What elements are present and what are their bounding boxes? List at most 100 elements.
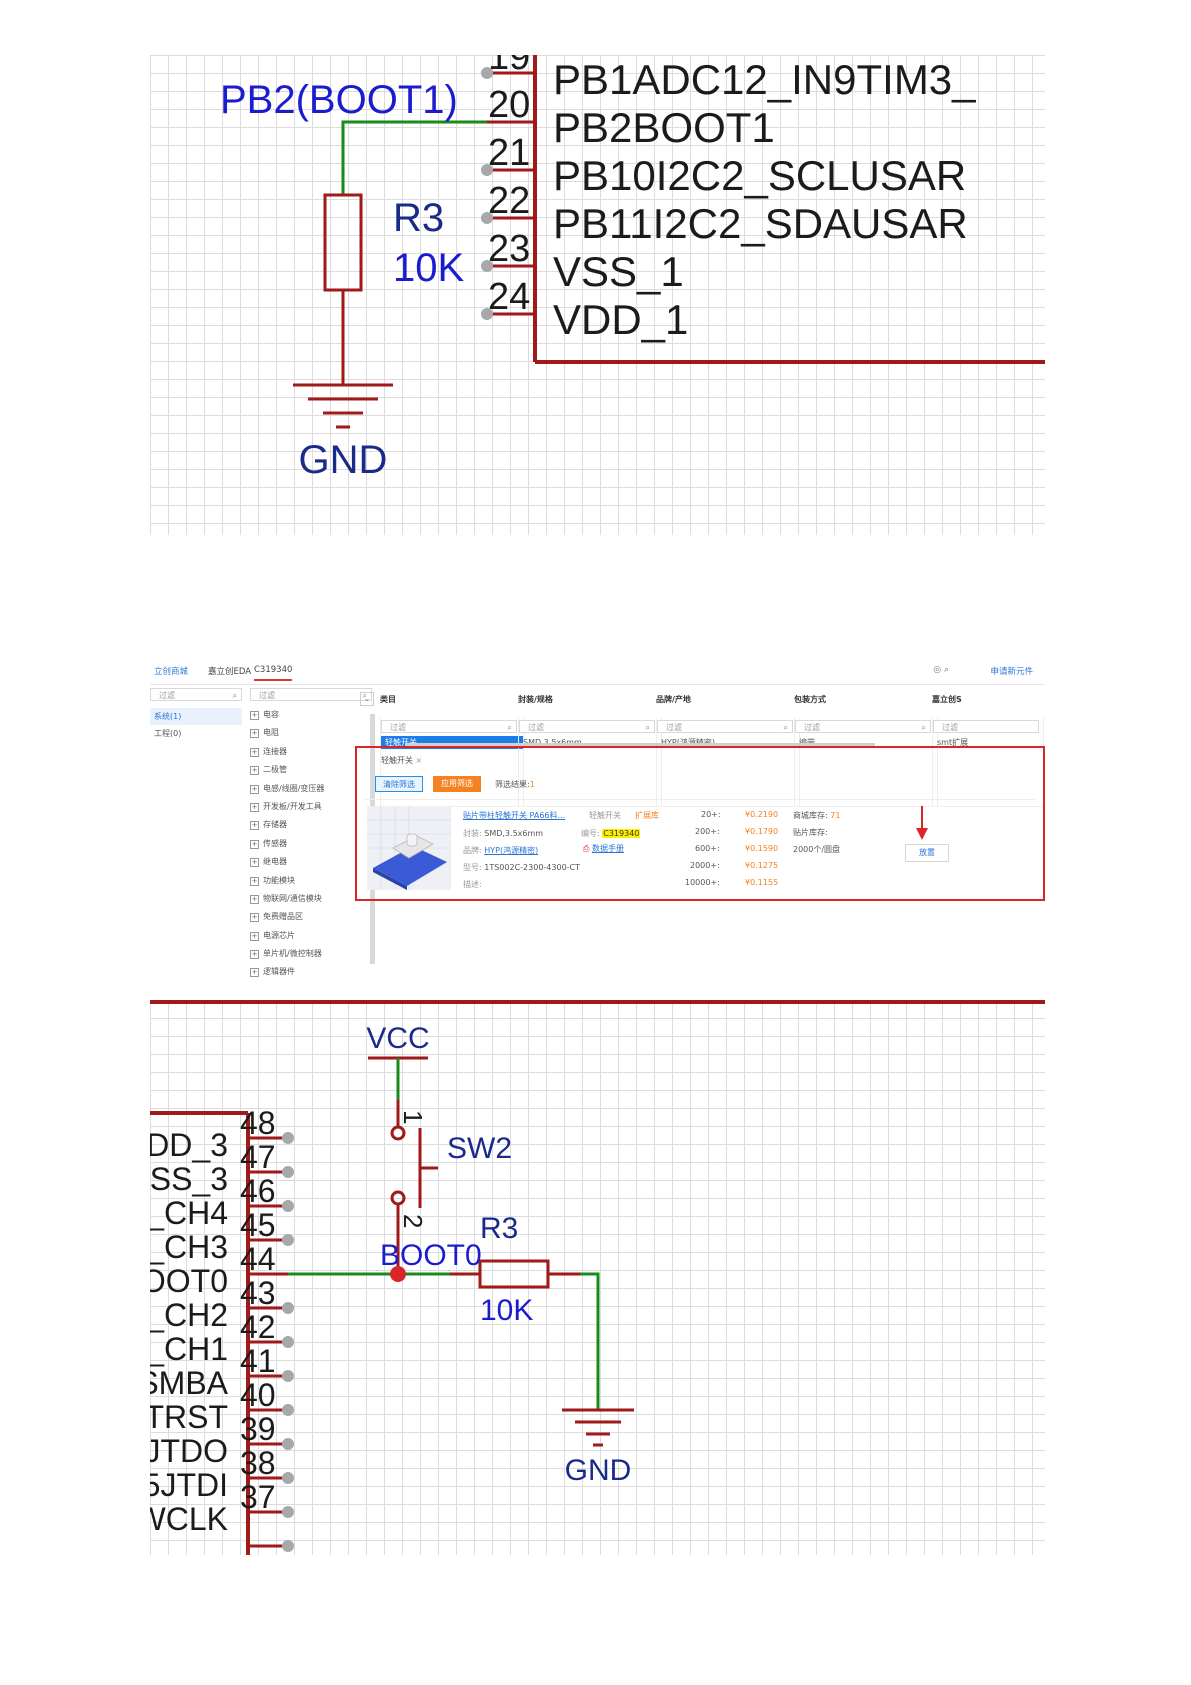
schematic-bottom: VCC SW2 1 2 BOOT0 R3 10K GND 48 47 46 45… bbox=[150, 1000, 1045, 1555]
library-item-project[interactable]: 工程(0) bbox=[154, 729, 182, 738]
pin-number: 43 bbox=[240, 1275, 276, 1311]
pin-name: /DD_3 bbox=[150, 1127, 228, 1163]
pin-number: 38 bbox=[240, 1445, 276, 1481]
search-icon: ⌕ bbox=[507, 723, 512, 732]
pin-number: 19 bbox=[488, 55, 530, 78]
chip-close-icon[interactable]: × bbox=[415, 756, 423, 765]
category-item[interactable]: +二极管 bbox=[250, 765, 287, 776]
pin-number: 37 bbox=[240, 1479, 276, 1515]
pin-number: 46 bbox=[240, 1173, 276, 1209]
apply-filter-button[interactable]: 应用筛选 bbox=[433, 776, 481, 792]
component-library-panel: 立创商城 嘉立创EDA C319340 ◎ ⌕ 申请新元件 过滤⌕ 系统(1) … bbox=[150, 658, 1045, 978]
attr-header-brand: 品牌/产地 bbox=[656, 695, 691, 704]
category-item[interactable]: +物联网/通信模块 bbox=[250, 893, 322, 904]
price-value: ¥0.1155 bbox=[745, 878, 779, 887]
category-item[interactable]: +继电器 bbox=[250, 857, 287, 868]
search-icon: ⌕ bbox=[783, 723, 788, 732]
switch-pin2: 2 bbox=[398, 1214, 428, 1228]
category-filter-input[interactable]: 过滤⌕ bbox=[250, 688, 372, 701]
attr-value[interactable]: 编带 bbox=[795, 736, 937, 749]
category-item[interactable]: +电容 bbox=[250, 710, 279, 720]
library-filter-input[interactable]: 过滤⌕ bbox=[150, 688, 242, 701]
datasheet-link[interactable]: 数据手册 bbox=[591, 844, 624, 853]
pin-name: WCLK bbox=[150, 1501, 228, 1537]
attribute-hscrollbar[interactable] bbox=[405, 743, 875, 746]
attr-filter-input[interactable]: 过滤 bbox=[933, 720, 1039, 733]
attr-header-package: 封装/规格 bbox=[518, 695, 553, 704]
search-icon[interactable]: ⌕ bbox=[943, 665, 949, 675]
pin-number: 42 bbox=[240, 1309, 276, 1345]
filter-result-box: 轻触开关 × 清除筛选 应用筛选 筛选结果:1 贴片带柱轻触开关 PA66料..… bbox=[355, 746, 1045, 901]
tab-jlc-eda[interactable]: 嘉立创EDA bbox=[208, 667, 252, 677]
attr-value[interactable]: smt扩展 bbox=[937, 738, 969, 747]
category-item[interactable]: +电阻 bbox=[250, 728, 279, 739]
clear-filter-button[interactable]: 清除筛选 bbox=[375, 776, 423, 792]
ground-symbol bbox=[562, 1408, 634, 1447]
expand-icon: + bbox=[250, 876, 259, 886]
library-item-system[interactable]: 系统(1) bbox=[150, 708, 242, 725]
attr-value[interactable]: HYP(鸿源精密) bbox=[657, 736, 799, 749]
category-item[interactable]: +电源芯片 bbox=[250, 930, 295, 941]
price-qty: 200+: bbox=[695, 827, 720, 836]
category-item[interactable]: +逻辑器件 bbox=[250, 967, 295, 978]
component-title-link[interactable]: 贴片带柱轻触开关 PA66料... bbox=[463, 811, 566, 820]
expand-icon: + bbox=[250, 802, 259, 812]
library-list: 系统(1) 工程(0) bbox=[150, 708, 242, 742]
place-button[interactable]: 放置 bbox=[905, 844, 949, 862]
attr-column-packing: 过滤⌕ 编带 bbox=[794, 718, 938, 807]
attr-header-category: 类目 bbox=[380, 695, 396, 704]
pin-number: 44 bbox=[240, 1241, 276, 1277]
resistor-r3-body bbox=[478, 1259, 550, 1289]
category-item[interactable]: +传感器 bbox=[250, 838, 287, 849]
expand-icon: + bbox=[250, 766, 259, 776]
tab-search-query[interactable]: C319340 bbox=[254, 665, 293, 681]
pin-name: 3JTDO bbox=[150, 1433, 228, 1469]
category-item[interactable]: +存储器 bbox=[250, 820, 287, 831]
pdf-icon: ⎙ bbox=[583, 844, 590, 853]
category-item[interactable]: +免费赠品区 bbox=[250, 912, 303, 923]
expand-icon: + bbox=[250, 821, 259, 831]
red-arrow-icon bbox=[916, 806, 928, 840]
expand-icon: + bbox=[250, 729, 259, 739]
pin-name: VSS_1 bbox=[553, 248, 684, 295]
category-item[interactable]: +开发板/开发工具 bbox=[250, 801, 322, 812]
pin-number: 39 bbox=[240, 1411, 276, 1447]
divider bbox=[365, 799, 1035, 800]
tab-lcsc-mall[interactable]: 立创商城 bbox=[154, 667, 189, 677]
attribute-filters: 类目 封装/规格 品牌/产地 包装方式 嘉立创S 过滤⌕ 轻触开关 过滤⌕ SM… bbox=[380, 694, 1045, 814]
expand-icon: + bbox=[250, 784, 259, 794]
expand-filters-chevron-icon[interactable]: ⌄ bbox=[360, 692, 374, 706]
category-tag: 轻触开关 bbox=[589, 811, 621, 820]
settings-icon[interactable]: ◎ bbox=[933, 665, 942, 675]
category-item[interactable]: +电感/线圈/变压器 bbox=[250, 783, 325, 794]
component-thumbnail bbox=[367, 806, 451, 890]
search-icon: ⌕ bbox=[232, 691, 237, 700]
pin-name: 4_CH2 bbox=[150, 1297, 228, 1333]
pin-number: 20 bbox=[488, 84, 530, 126]
attr-column-package: 过滤⌕ SMD,3.5x6mm bbox=[518, 718, 662, 807]
category-item[interactable]: +连接器 bbox=[250, 746, 287, 757]
expand-icon: + bbox=[250, 894, 259, 904]
attr-value[interactable]: SMD,3.5x6mm bbox=[519, 736, 661, 749]
resistor-value: 10K bbox=[480, 1294, 533, 1327]
pin-name: 4_CH4 bbox=[150, 1195, 228, 1231]
search-icon: ⌕ bbox=[362, 691, 367, 700]
brand-link[interactable]: HYP(鸿源精密) bbox=[484, 846, 539, 855]
category-tree: +电容 +电阻 +连接器 +二极管 +电感/线圈/变压器 +开发板/开发工具 +… bbox=[250, 706, 372, 982]
attr-filter-input[interactable]: 过滤⌕ bbox=[519, 720, 655, 733]
category-item[interactable]: +单片机/微控制器 bbox=[250, 949, 322, 960]
category-item[interactable]: +功能模块 bbox=[250, 875, 295, 886]
pin-number: 41 bbox=[240, 1343, 276, 1379]
attr-filter-input[interactable]: 过滤⌕ bbox=[381, 720, 517, 733]
part-code: C319340 bbox=[602, 829, 641, 838]
attr-filter-input[interactable]: 过滤⌕ bbox=[795, 720, 931, 733]
boot1-wire bbox=[341, 120, 487, 195]
package-value: SMD,3.5x6mm bbox=[484, 829, 544, 838]
pin-name: SMBA bbox=[150, 1365, 229, 1401]
pin-number: 21 bbox=[488, 132, 530, 174]
attr-filter-input[interactable]: 过滤⌕ bbox=[657, 720, 793, 733]
pin-number: 40 bbox=[240, 1377, 276, 1413]
stock-value: 71 bbox=[830, 811, 841, 820]
tab-bar: 立创商城 嘉立创EDA C319340 ◎ ⌕ 申请新元件 bbox=[150, 658, 1045, 685]
request-new-component-link[interactable]: 申请新元件 bbox=[990, 667, 1033, 677]
